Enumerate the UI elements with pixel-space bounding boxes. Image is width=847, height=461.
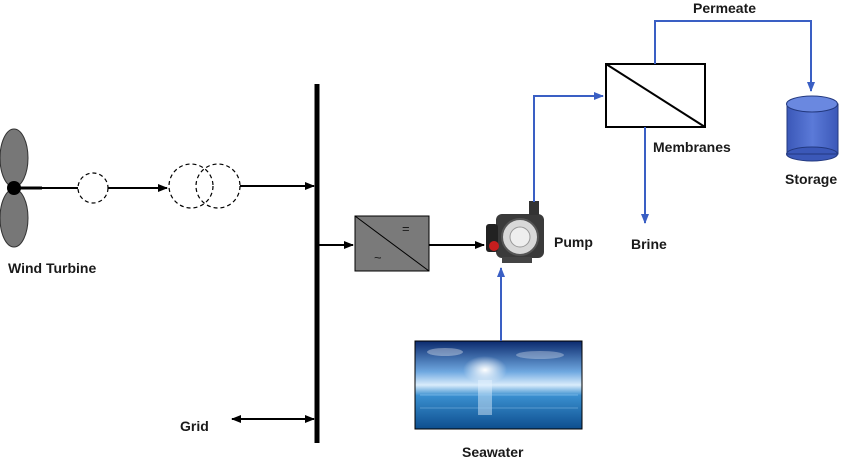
seawater-image: [414, 340, 583, 430]
grid-label: Grid: [180, 418, 209, 434]
permeate-to-storage-line: [654, 20, 815, 92]
pump-label: Pump: [554, 234, 593, 250]
transformer-icon: [168, 163, 241, 209]
permeate-label: Permeate: [693, 0, 756, 16]
wind-turbine-icon: [0, 128, 42, 248]
seawater-label: Seawater: [462, 444, 524, 460]
converter-ac-symbol: ~: [374, 250, 382, 265]
generator-icon: [77, 172, 109, 204]
storage-tank-icon: [786, 95, 839, 162]
membranes-block: [605, 63, 706, 128]
pump-to-membranes-line: [533, 92, 604, 202]
converter-dc-symbol: =: [402, 221, 410, 236]
pump-icon: [486, 201, 544, 263]
wind-turbine-label: Wind Turbine: [8, 260, 96, 276]
membranes-label: Membranes: [653, 139, 731, 155]
storage-label: Storage: [785, 171, 837, 187]
converter-block: = ~: [354, 215, 430, 272]
brine-label: Brine: [631, 236, 667, 252]
